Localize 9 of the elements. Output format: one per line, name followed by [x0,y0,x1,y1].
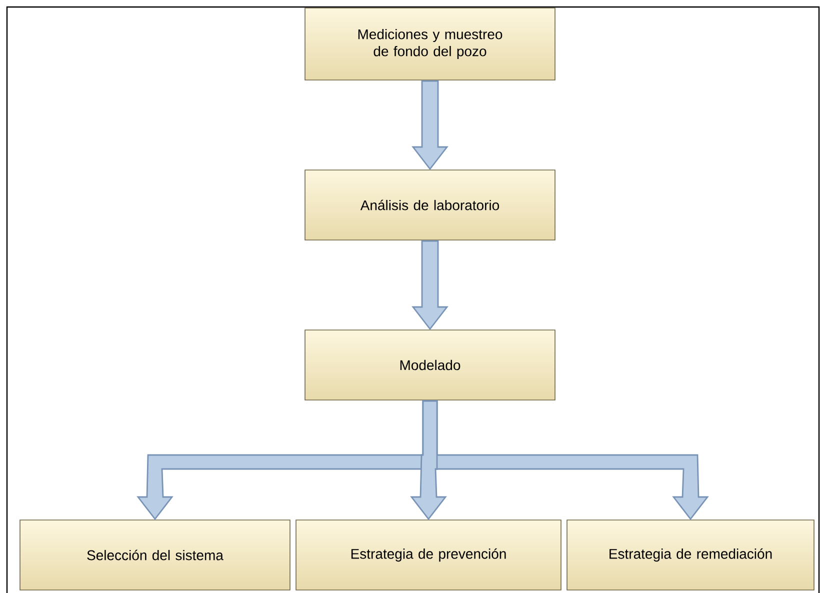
process-box: Mediciones y muestreo de fondo del pozo [304,8,556,80]
process-box: Modelado [304,330,556,400]
arrow [412,240,448,330]
arrow [412,80,448,170]
process-box: Estrategia de prevención [296,520,562,590]
process-box: Selección del sistema [20,520,290,590]
process-box: Estrategia de remediación [566,520,814,590]
process-box: Análisis de laboratorio [304,170,556,240]
arrow [410,400,447,520]
